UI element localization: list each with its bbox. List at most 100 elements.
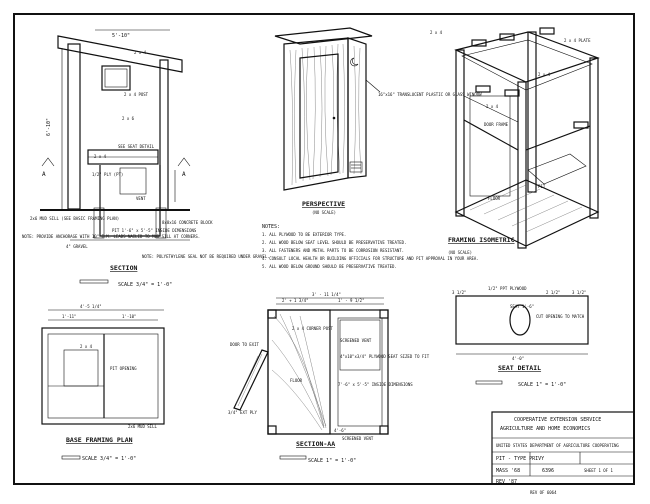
- perspective-side-wall: [347, 37, 367, 179]
- section-poly-note: NOTE: POLYETHYLENE SEAL NOT BE REQUIRED …: [142, 254, 270, 259]
- framing-pit-label: PIT: [538, 184, 546, 189]
- seat-detail-dim2: 2 1/2": [546, 290, 560, 295]
- framing-title: FRAMING ISOMETRIC: [448, 236, 515, 244]
- perspective-drawing: 16"x16" TRANSLUCENT PLASTIC OR GLASS WIN…: [274, 27, 482, 215]
- frame-top-plate: [454, 31, 600, 83]
- framing-stud-label: 2 x 4: [538, 72, 551, 77]
- base-plan-title: BASE FRAMING PLAN: [66, 436, 133, 444]
- base-plan-pit-label: PIT OPENING: [110, 366, 137, 371]
- scale-bars: [61, 279, 503, 460]
- title-block-frame: [491, 411, 635, 485]
- section-drawing: 5'-10" 6'-10" 2 x 4 2 x 4 POST 2 x 6 SEE…: [22, 29, 270, 288]
- title-usda: UNITED STATES DEPARTMENT OF AGRICULTURE …: [496, 443, 619, 448]
- framing-subtitle: (NO SCALE): [448, 250, 472, 255]
- section-aa-floor-label: FLOOR: [290, 378, 303, 383]
- base-plan-sill-label: 2x6 MUD SILL: [128, 424, 157, 429]
- seat-detail-dim3: 3 1/2": [572, 290, 586, 295]
- crescent-moon-icon: [350, 57, 359, 67]
- seat-detail-ply-label: 1/2" PPT PLYWOOD: [488, 286, 527, 291]
- seat-detail-dim1: 3 1/2": [452, 290, 466, 295]
- frame-post-back-left: [527, 31, 537, 193]
- section-vent-ply: 1/2" PLY (PT): [92, 172, 123, 177]
- section-aa-scale: SCALE 1" = 1'-0": [308, 458, 356, 464]
- section-stud-label: 2 x 6: [122, 116, 135, 121]
- section-marker-a-right: A: [182, 171, 186, 178]
- frame-post-front-left: [455, 49, 465, 217]
- section-sill-label: 2x6 MUD SILL (SEE BASIC FRAMING PLAN): [30, 216, 119, 221]
- framing-door-frame-label: DOOR FRAME: [484, 122, 509, 127]
- section-aa-dim1: 2' + 1 3/4": [282, 298, 309, 303]
- title-footer: REV OF 6064: [530, 490, 557, 495]
- note-item: 1. ALL PLYWOOD TO BE EXTERIOR TYPE.: [262, 232, 346, 237]
- section-seat-note: SEE SEAT DETAIL: [118, 144, 155, 149]
- section-aa-dim2: 1' - 9 1/2": [338, 298, 365, 303]
- section-aa-door-label: DOOR TO EXIT: [230, 342, 259, 347]
- section-stud2-label: 2 x 4: [94, 154, 107, 159]
- note-item: 4. CONSULT LOCAL HEALTH OR BUILDING OFFI…: [262, 256, 479, 261]
- section-anchor-note: NOTE: PROVIDE ANCHORAGE WITH 10" E.M. LE…: [22, 234, 200, 239]
- title-plan-date: MASS '68: [496, 468, 520, 474]
- section-aa-hole-label: 7'-6" x 5'-5" INSIDE DIMENSIONS: [338, 382, 413, 387]
- section-top-dim: 5'-10": [112, 33, 130, 39]
- section-aa-vent-label: SCREENED VENT: [340, 338, 372, 343]
- section-aa-seat-label: 4"x10"x3/4" PLYWOOD SEAT SIZED TO FIT: [340, 354, 430, 359]
- section-aa-title: SECTION-AA: [296, 440, 335, 448]
- perspective-roof: [274, 27, 373, 45]
- section-gravel-label: 4" GRAVEL: [66, 244, 88, 249]
- base-plan-stud-label: 2 x 4: [80, 344, 93, 349]
- perspective-door: [299, 53, 339, 179]
- section-aa-post-label: 2 x 4 CORNER POST: [292, 326, 334, 331]
- section-wall-height: 6'-10": [46, 118, 52, 136]
- base-plan-dim2: 1'-10": [122, 314, 136, 319]
- section-right-wall: [159, 59, 169, 211]
- section-rafter-label: 2 x 4: [134, 50, 147, 55]
- base-plan-scale: SCALE 3/4" = 1'-0": [82, 456, 136, 462]
- section-aa-seat: [337, 317, 383, 427]
- notes-block: NOTES: 1. ALL PLYWOOD TO BE EXTERIOR TYP…: [262, 224, 479, 269]
- section-title: SECTION: [110, 264, 137, 272]
- framing-drawing: 2 x 4 2 x 4 PLATE 2 x 4 2 x 4 DOOR FRAME…: [430, 27, 600, 255]
- seat-detail-drawing: 1/2" PPT PLYWOOD 3 1/2" 2 1/2" 3 1/2" CU…: [452, 286, 589, 388]
- perspective-vent: [349, 161, 363, 173]
- base-plan-drawing: 4'-5 1/4" 1'-11" 1'-10" 2 x 4 PIT OPENIN…: [41, 304, 165, 462]
- base-plan-pit-opening: [63, 349, 99, 387]
- seat-detail-seat-label: SEAT 1'-6": [510, 304, 534, 309]
- section-aa-bottom-vent: SCREENED VENT: [342, 436, 374, 441]
- seat-detail-hole: [509, 304, 531, 336]
- seat-detail-outline: [455, 295, 589, 345]
- note-item: 3. ALL FASTENERS AND METAL PARTS TO BE C…: [262, 248, 404, 253]
- section-aa-drawing: 3' - 11 1/4" 2' + 1 3/4" 1' - 9 1/2" 2 x…: [228, 292, 430, 464]
- section-left-wall: [67, 43, 81, 210]
- section-vent-label: VENT: [136, 196, 146, 201]
- base-plan-top-dim: 4'-5 1/4": [80, 304, 102, 309]
- perspective-window-label: 16"x16" TRANSLUCENT PLASTIC OR GLASS WIN…: [378, 92, 482, 97]
- section-aa-ply-label: 3/4" EXT PLY: [228, 410, 257, 415]
- section-window: [101, 65, 131, 91]
- perspective-grain: [289, 43, 362, 186]
- frame-pit-opening: [527, 153, 587, 185]
- section-marker-a-left: A: [42, 171, 46, 178]
- base-plan-outline: [41, 327, 165, 425]
- frame-post-back-right: [589, 57, 599, 219]
- frame-floor: [454, 179, 600, 247]
- framing-plate-top-label: 2 x 4: [430, 30, 443, 35]
- sheet-border: [13, 13, 635, 485]
- note-item: 2. ALL WOOD BELOW SEAT LEVEL SHOULD BE P…: [262, 240, 407, 245]
- frame-post-front-right: [517, 81, 527, 249]
- notes-heading: NOTES:: [262, 224, 280, 230]
- section-block-label: 8x8x16 CONCRETE BLOCK: [162, 220, 213, 225]
- framing-plate-label: 2 x 4 PLATE: [564, 38, 591, 43]
- base-plan-dim1: 1'-11": [62, 314, 76, 319]
- title-sheet: SHEET 1 OF 1: [584, 468, 613, 473]
- section-scale: SCALE 3/4" = 1'-0": [118, 282, 172, 288]
- section-aa-bottom-dim: 4'-6": [334, 428, 346, 433]
- title-drawing-name: PIT - TYPE PRIVY: [496, 456, 544, 462]
- section-vent: [119, 167, 147, 195]
- seat-detail-cut-label: CUT OPENING TO MATCH: [536, 314, 585, 319]
- title-block: COOPERATIVE EXTENSION SERVICE AGRICULTUR…: [491, 411, 635, 495]
- title-org1: COOPERATIVE EXTENSION SERVICE: [514, 417, 601, 423]
- section-post-label: 2 x 4 POST: [124, 92, 149, 97]
- perspective-title: PERSPECTIVE: [302, 200, 345, 208]
- section-pit-label: PIT 1'-6" x 5'-5" INSIDE DIMENSIONS: [112, 228, 197, 233]
